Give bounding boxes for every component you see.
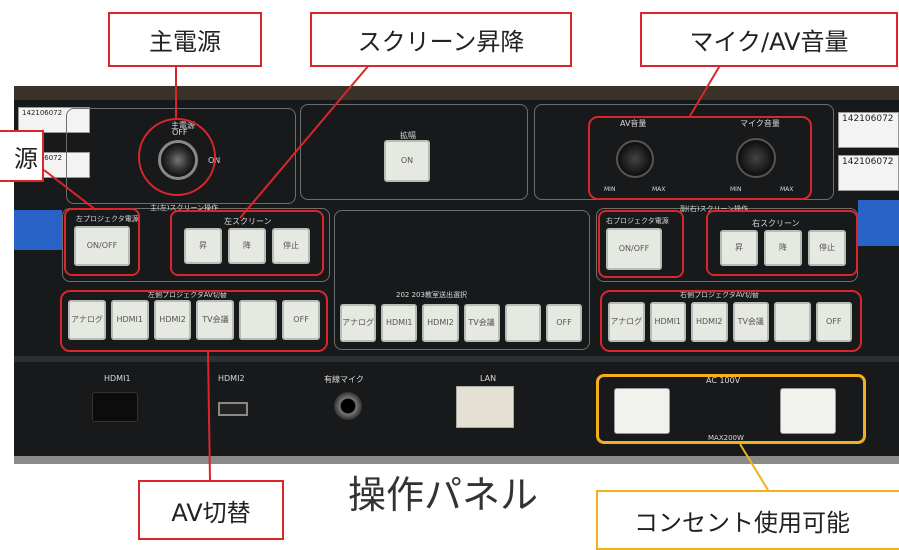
outlet-left[interactable] — [614, 388, 670, 434]
right-av-blank-button[interactable] — [774, 302, 811, 342]
center-section — [334, 210, 590, 350]
panel-bottom-rim — [14, 456, 899, 464]
left-projector-power-button[interactable]: ON/OFF — [74, 226, 130, 266]
min-label: MIN — [730, 186, 742, 193]
main-power-highlight — [138, 118, 216, 196]
left-screen-section — [62, 208, 330, 282]
caption: 操作パネル — [348, 473, 539, 517]
lower-strip-divider — [14, 356, 899, 362]
min-label: MIN — [604, 186, 616, 193]
lan-port[interactable] — [456, 386, 514, 428]
asset-number: 142106072 — [842, 157, 894, 167]
mic-volume-label: マイク音量 — [740, 119, 780, 128]
asset-sticker: 142106072 — [838, 155, 899, 191]
right-av-hdmi1-button[interactable]: HDMI1 — [649, 302, 686, 342]
power-leader — [43, 169, 97, 211]
asset-number: 142106072 — [842, 114, 894, 124]
center-av-blank-button[interactable] — [504, 304, 541, 342]
right-screen-up-button[interactable]: 昇 — [720, 230, 758, 266]
right-av-analog-button[interactable]: アナログ — [608, 302, 645, 342]
outlet-right[interactable] — [780, 388, 836, 434]
left-screen-label: 左スクリーン — [224, 217, 272, 226]
mic-volume-knob[interactable] — [736, 138, 776, 178]
left-av-button-row: アナログ HDMI1 HDMI2 TV会議 OFF — [68, 300, 320, 340]
av-switch-leader — [207, 351, 211, 481]
screen-lift-leader — [239, 51, 381, 219]
right-av-highlight — [600, 290, 862, 352]
outlet-leader — [739, 443, 769, 491]
av-volume-knob[interactable] — [616, 140, 654, 178]
left-projector-label: 左プロジェクタ電源 — [76, 215, 139, 223]
right-projector-label: 右プロジェクタ電源 — [606, 217, 669, 225]
max-watt-label: MAX200W — [708, 434, 744, 442]
right-av-off-button[interactable]: OFF — [815, 302, 852, 342]
right-projector-power-button[interactable]: ON/OFF — [606, 228, 662, 270]
hdmi-cable-plug — [92, 392, 138, 422]
flat-label: 拡幅 — [400, 131, 416, 140]
left-av-highlight — [60, 290, 328, 352]
wired-mic-label: 有線マイク — [324, 375, 364, 384]
left-screen-stop-button[interactable]: 停止 — [272, 228, 310, 264]
center-av-off-button[interactable]: OFF — [545, 304, 583, 342]
right-av-tv-button[interactable]: TV会議 — [732, 302, 769, 342]
screen-lift-callout: スクリーン昇降 — [310, 12, 572, 67]
flat-on-button[interactable]: ON — [384, 140, 430, 182]
asset-sticker: 142106072 — [18, 107, 90, 133]
center-av-button-row: アナログ HDMI1 HDMI2 TV会議 OFF — [340, 304, 583, 342]
left-av-off-button[interactable]: OFF — [282, 300, 320, 340]
right-av-button-row: アナログ HDMI1 HDMI2 TV会議 OFF — [608, 302, 852, 342]
right-screen-stop-button[interactable]: 停止 — [808, 230, 846, 266]
blue-info-tag — [858, 200, 899, 246]
right-screen-section-title: 副(右)スクリーン操作 — [680, 205, 749, 213]
main-power-callout: 主電源 — [108, 12, 262, 67]
key-section — [66, 108, 296, 204]
blue-info-tag — [14, 210, 62, 250]
max-label: MAX — [780, 186, 794, 193]
left-av-hdmi1-button[interactable]: HDMI1 — [110, 300, 149, 340]
right-screen-label: 右スクリーン — [752, 219, 800, 228]
center-av-label: 202 203教室送出選択 — [396, 291, 467, 299]
right-av-hdmi2-button[interactable]: HDMI2 — [691, 302, 728, 342]
lan-label: LAN — [480, 374, 497, 383]
volume-highlight — [588, 116, 812, 200]
left-av-blank-button[interactable] — [239, 300, 278, 340]
hdmi1-label: HDMI1 — [104, 374, 131, 383]
left-av-label: 左側プロジェクタAV切替 — [148, 291, 227, 299]
center-av-hdmi1-button[interactable]: HDMI1 — [381, 304, 418, 342]
center-av-hdmi2-button[interactable]: HDMI2 — [422, 304, 459, 342]
right-av-label: 右側プロジェクタAV切替 — [680, 291, 759, 299]
right-screen-down-button[interactable]: 降 — [764, 230, 802, 266]
center-av-analog-button[interactable]: アナログ — [340, 304, 377, 342]
left-projector-highlight — [64, 208, 140, 276]
mic-av-volume-callout: マイク/AV音量 — [640, 12, 898, 67]
max-label: MAX — [652, 186, 666, 193]
left-screen-section-title: 主(左)スクリーン操作 — [150, 204, 219, 212]
panel-top-edge — [14, 86, 899, 100]
ac-label: AC 100V — [706, 376, 741, 385]
av-switch-callout: AV切替 — [138, 480, 284, 540]
av-volume-label: AV音量 — [620, 119, 647, 128]
asset-sticker: 142106072 — [838, 112, 899, 148]
power-callout-partial: 源 — [0, 130, 44, 182]
right-screen-highlight — [706, 210, 858, 276]
hdmi2-label: HDMI2 — [218, 374, 245, 383]
outlet-highlight — [596, 374, 866, 444]
outlet-callout: コンセント使用可能 — [596, 490, 899, 550]
volume-leader — [689, 61, 723, 117]
left-av-tv-button[interactable]: TV会議 — [196, 300, 235, 340]
left-av-analog-button[interactable]: アナログ — [68, 300, 106, 340]
asset-number: 142106072 — [22, 109, 63, 117]
left-screen-down-button[interactable]: 降 — [228, 228, 266, 264]
mic-jack[interactable] — [334, 392, 362, 420]
flat-section — [300, 104, 528, 200]
hdmi2-port[interactable] — [218, 402, 248, 416]
left-screen-up-button[interactable]: 昇 — [184, 228, 222, 264]
right-projector-highlight — [598, 210, 684, 278]
left-av-hdmi2-button[interactable]: HDMI2 — [153, 300, 192, 340]
center-av-tv-button[interactable]: TV会議 — [463, 304, 500, 342]
